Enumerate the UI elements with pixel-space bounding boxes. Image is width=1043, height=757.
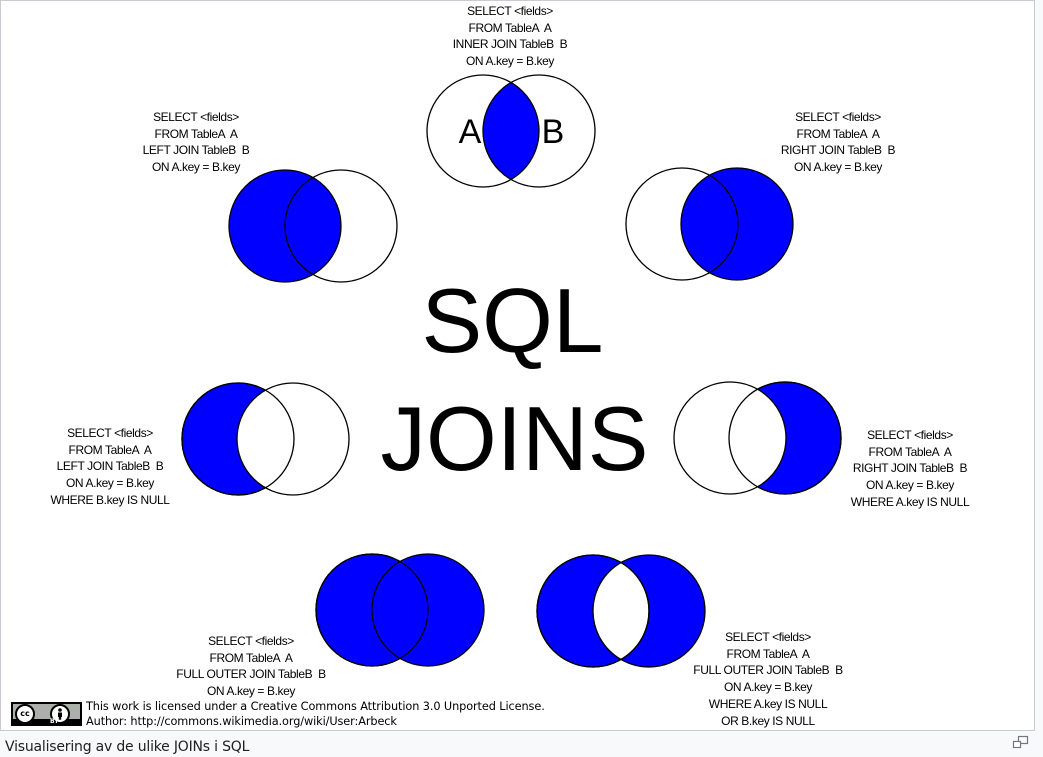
sql-left-excluding-join: SELECT <fields> FROM TableA A LEFT JOIN Ta… <box>30 425 190 509</box>
license-line: This work is licensed under a Creative C… <box>86 700 545 713</box>
sql-line: FROM TableA A <box>868 444 952 459</box>
title-joins: JOINS <box>380 389 649 490</box>
sql-line: SELECT <fields> <box>153 110 239 124</box>
sql-line: ON A.key = B.key <box>794 160 882 175</box>
sql-line: WHERE A.key IS NULL <box>708 696 828 711</box>
venn-circle-a <box>536 554 650 668</box>
sql-line: FROM TableA A <box>796 126 880 141</box>
sql-line: WHERE B.key IS NULL <box>50 492 170 507</box>
venn-fill-intersection <box>483 82 539 180</box>
venn-circle-a <box>181 382 295 496</box>
by-person-icon <box>50 704 70 724</box>
sql-line: SELECT <fields> <box>67 426 153 440</box>
sql-line: RIGHT JOIN TableB B <box>780 143 896 158</box>
cc-icon: cc <box>15 704 35 724</box>
venn-full-outer-join <box>315 553 485 667</box>
venn-left-join <box>228 169 398 283</box>
sql-line: ON A.key = B.key <box>466 54 554 69</box>
sql-line: FROM TableA A <box>209 650 293 665</box>
venn-circle-a <box>315 553 429 667</box>
set-b-label: B <box>542 113 565 151</box>
venn-circle-b <box>728 381 842 495</box>
sql-line: ON A.key = B.key <box>866 478 954 493</box>
sql-line: ON A.key = B.key <box>66 476 154 491</box>
venn-circle-b <box>284 169 398 283</box>
sql-line: FULL OUTER JOIN TableB B <box>693 663 843 678</box>
sql-line: RIGHT JOIN TableB B <box>852 461 968 476</box>
cc-by-badge: cc BY <box>11 702 82 726</box>
venn-right-join <box>625 167 794 281</box>
sql-line: ON A.key = B.key <box>207 684 295 699</box>
sql-line: SELECT <fields> <box>725 630 811 644</box>
sql-line: SELECT <fields> <box>867 428 953 442</box>
sql-line: LEFT JOIN TableB B <box>142 143 250 158</box>
sql-line: FROM TableA A <box>468 20 552 35</box>
sql-full-outer-join: SELECT <fields> FROM TableA A FULL OUTER J… <box>161 633 341 700</box>
venn-left-excluding-join <box>181 382 350 496</box>
venn-diagram: A B <box>181 74 842 668</box>
license-text: This work is licensed under a Creative C… <box>86 700 545 729</box>
sql-line: SELECT <fields> <box>467 4 553 18</box>
sql-line: INNER JOIN TableB B <box>452 37 568 52</box>
venn-inner-join <box>426 74 596 188</box>
sql-line: WHERE A.key IS NULL <box>850 494 970 509</box>
sql-line: OR B.key IS NULL <box>721 713 815 728</box>
venn-circle-a <box>625 167 739 281</box>
venn-circle-b <box>236 382 350 496</box>
venn-circle-a <box>673 381 787 495</box>
sql-left-join: SELECT <fields> FROM TableA A LEFT JOIN Ta… <box>116 109 276 176</box>
by-label: BY <box>50 718 59 725</box>
figure-caption: Visualisering av de ulike JOINs i SQL <box>5 739 250 755</box>
set-a-label: A <box>459 113 482 151</box>
sql-right-join: SELECT <fields> FROM TableA A RIGHT JOIN T… <box>758 109 918 176</box>
author-line: Author: http://commons.wikimedia.org/wik… <box>86 714 397 728</box>
sql-line: LEFT JOIN TableB B <box>56 459 164 474</box>
venn-fill-b <box>680 167 794 281</box>
sql-line: FULL OUTER JOIN TableB B <box>176 667 326 682</box>
sql-inner-join: SELECT <fields> FROM TableA A INNER JOIN T… <box>430 3 590 70</box>
sql-line: FROM TableA A <box>726 646 810 661</box>
sql-line: FROM TableA A <box>68 442 152 457</box>
venn-circle-b <box>482 74 596 188</box>
venn-full-outer-excluding-join <box>536 554 706 668</box>
sql-line: ON A.key = B.key <box>724 680 812 695</box>
sql-line: SELECT <fields> <box>795 110 881 124</box>
sql-line: FROM TableA A <box>154 126 238 141</box>
sql-right-excluding-join: SELECT <fields> FROM TableA A RIGHT JOIN T… <box>830 427 990 511</box>
sql-line: SELECT <fields> <box>208 634 294 648</box>
enlarge-icon[interactable] <box>1012 735 1029 749</box>
venn-circle-a <box>426 74 540 188</box>
sql-full-outer-excluding-join: SELECT <fields> FROM TableA A FULL OUTER J… <box>678 629 858 729</box>
sql-line: ON A.key = B.key <box>152 160 240 175</box>
venn-right-excluding-join <box>673 381 842 495</box>
title-sql: SQL <box>421 271 604 372</box>
